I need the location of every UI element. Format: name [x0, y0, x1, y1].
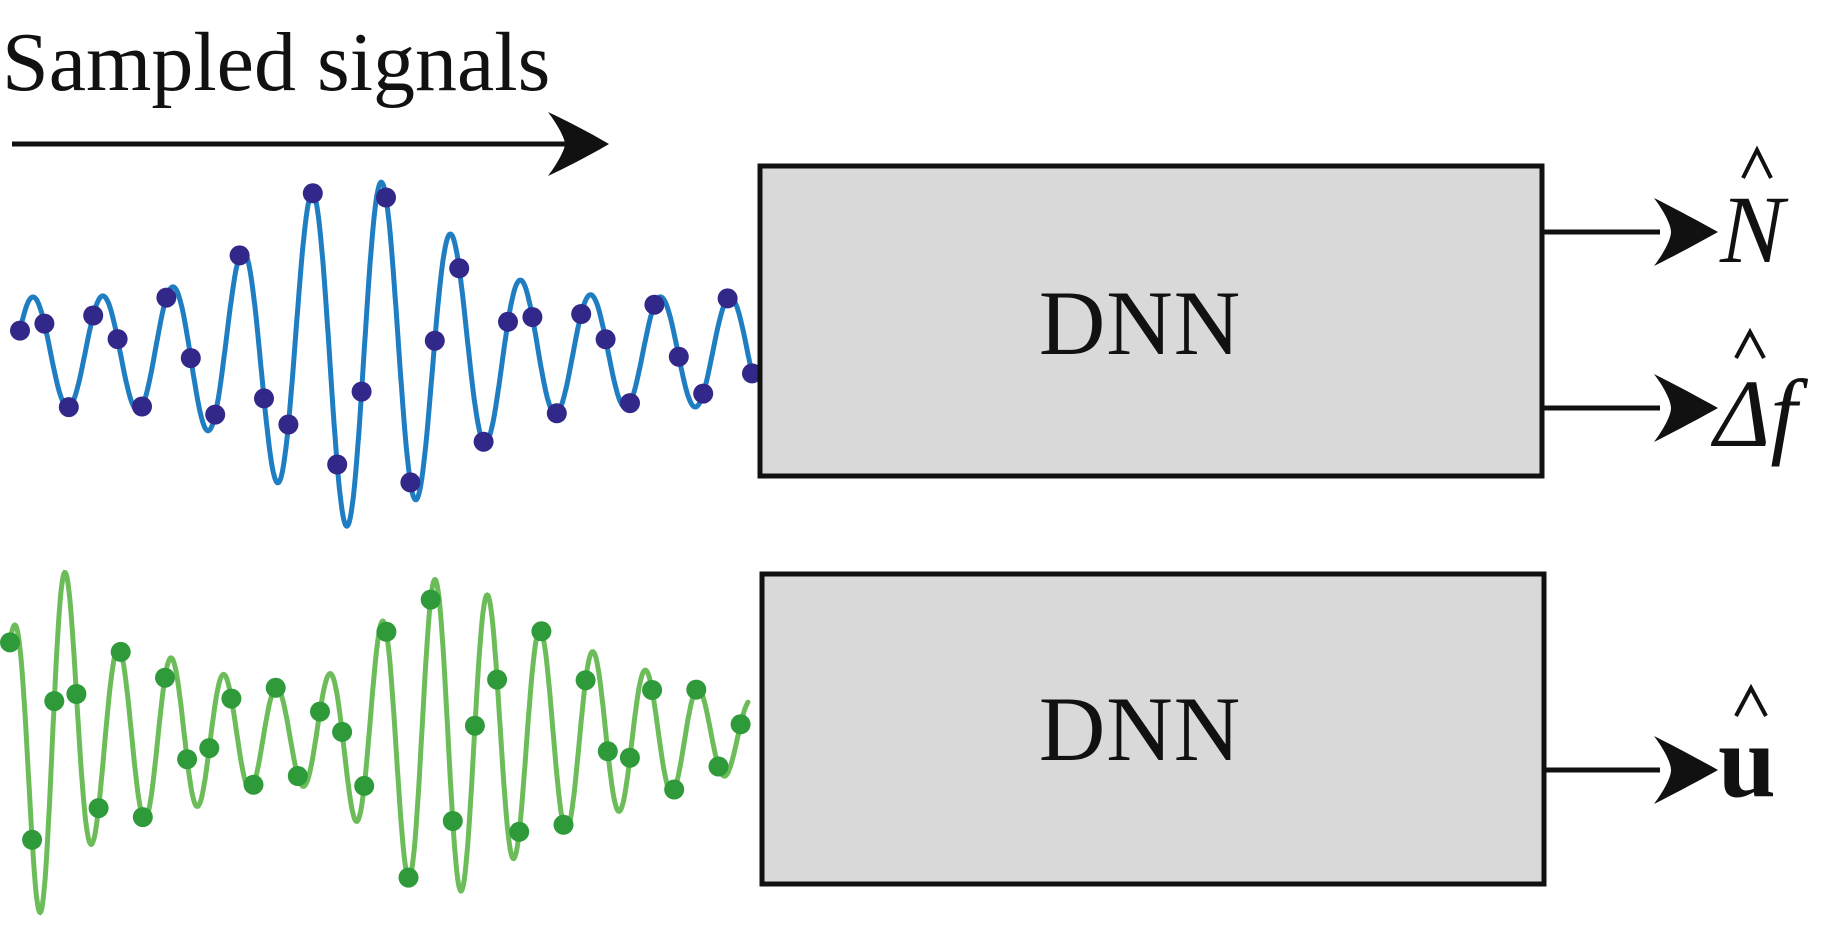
sample-point [620, 393, 640, 414]
sample-point [327, 454, 348, 475]
sample-point [398, 867, 419, 888]
sample-point [265, 677, 286, 698]
sample-point [354, 775, 375, 796]
sample-point [742, 363, 762, 384]
sample-point [664, 779, 685, 800]
output-arrow-2 [1542, 374, 1718, 442]
sample-point [376, 187, 396, 208]
dnn-box-1 [757, 163, 1545, 479]
sample-point [132, 396, 152, 417]
sample-point [254, 388, 274, 409]
sample-point [708, 756, 729, 777]
sample-point [449, 258, 470, 279]
signal-1 [10, 179, 762, 529]
sample-point [22, 829, 43, 850]
output-u-hat: u [1718, 683, 1776, 819]
sample-point [221, 688, 242, 709]
hat-icon [1734, 683, 1768, 717]
sample-point [199, 738, 220, 759]
sample-point [58, 397, 79, 418]
sample-point [575, 670, 596, 691]
sample-point [597, 741, 618, 762]
sample-point [0, 632, 20, 653]
sample-point [487, 669, 508, 690]
sample-point [553, 814, 574, 835]
dnn-block-1: DNN [757, 163, 1545, 479]
sample-point [595, 329, 616, 350]
sample-point [686, 679, 707, 700]
sample-point [10, 320, 30, 341]
sample-point [693, 383, 714, 404]
sample-point [522, 307, 543, 328]
signal-1-samples [10, 183, 762, 493]
sample-point [509, 821, 530, 842]
sample-point [132, 807, 153, 828]
sample-point [302, 183, 323, 204]
sample-point [730, 714, 751, 735]
sample-point [205, 404, 226, 425]
output-delta-f-hat: Δf [1710, 327, 1808, 467]
sample-point [332, 721, 353, 742]
output-u-symbol: u [1718, 704, 1776, 819]
hat-icon [1734, 327, 1766, 359]
sample-point [44, 691, 65, 712]
diagram-title: Sampled signals [2, 16, 550, 109]
sample-point [424, 330, 445, 351]
sample-point [531, 621, 552, 642]
dnn-box-2 [759, 571, 1547, 887]
sample-point [310, 701, 330, 722]
output-arrow-3 [1544, 736, 1718, 804]
sample-point [34, 313, 55, 334]
sample-point [180, 348, 201, 369]
sample-point [287, 766, 308, 786]
sample-point [177, 749, 198, 770]
dnn-block-2: DNN [759, 571, 1547, 887]
signal-2-waveform [7, 569, 751, 916]
sample-point [400, 472, 421, 493]
sample-point [464, 715, 485, 736]
sample-point [243, 774, 264, 795]
sample-point [155, 667, 175, 688]
signal-1-waveform [17, 179, 755, 529]
dnn-label-1: DNN [1039, 272, 1241, 374]
sample-point [473, 431, 494, 452]
sample-point [619, 747, 640, 768]
sample-point [442, 811, 463, 831]
output-n-hat: N [1719, 145, 1789, 283]
sample-point [546, 403, 567, 424]
dnn-label-2: DNN [1039, 678, 1241, 780]
sample-point [351, 381, 372, 402]
sample-point [88, 798, 109, 819]
sample-point [83, 305, 104, 326]
sample-point [66, 684, 87, 704]
sample-point [229, 245, 250, 266]
sample-point [642, 680, 663, 700]
sample-point [498, 311, 518, 332]
hat-icon [1741, 145, 1773, 179]
output-delta-f-symbol: Δf [1710, 360, 1808, 467]
sample-point [278, 414, 299, 435]
sample-point [376, 621, 397, 642]
output-arrow-1 [1542, 198, 1718, 266]
sample-point [571, 304, 592, 324]
signal-2-samples [0, 589, 751, 888]
sample-point [107, 329, 128, 350]
sample-point [668, 346, 689, 367]
signal-2 [0, 569, 751, 916]
sampled-signals-arrow [12, 112, 609, 176]
sample-point [420, 589, 441, 610]
sample-point [644, 294, 665, 315]
output-n-symbol: N [1719, 176, 1789, 283]
sample-point [156, 287, 177, 308]
sample-point [110, 641, 131, 662]
sample-point [717, 288, 738, 309]
